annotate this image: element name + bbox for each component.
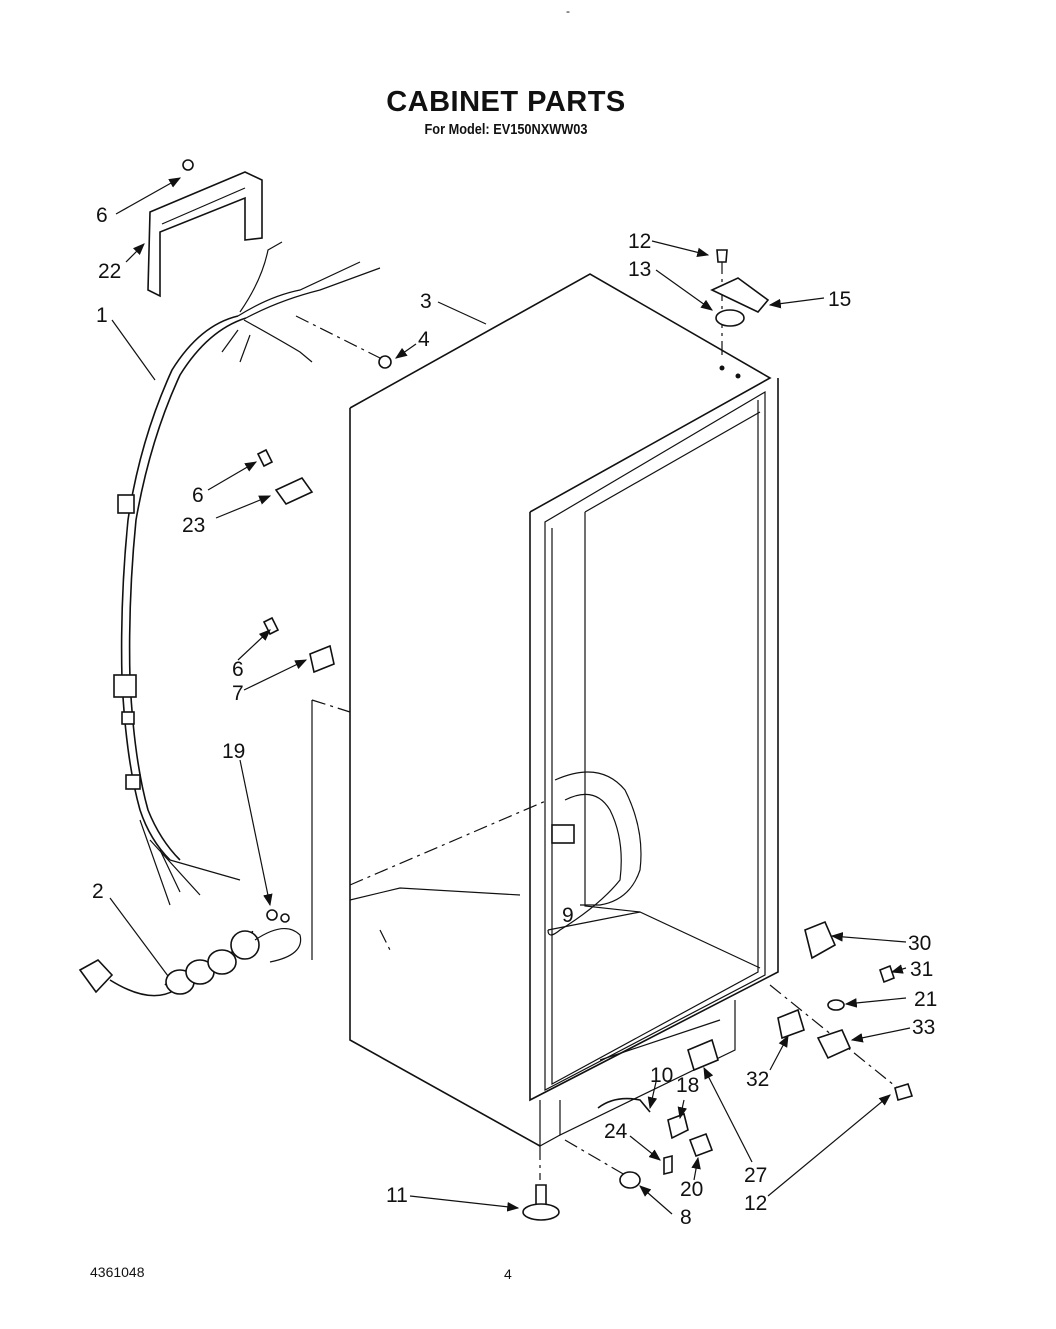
- page-number: 4: [504, 1266, 512, 1282]
- callout-6-top: 6: [96, 204, 108, 227]
- page-title: CABINET PARTS: [386, 86, 626, 118]
- callout-6-mid: 6: [192, 484, 204, 507]
- callout-18: 18: [676, 1074, 699, 1097]
- top-mark: -: [566, 4, 570, 18]
- leader-lines: [109, 177, 911, 1215]
- wire-harness: [113, 241, 381, 906]
- callout-27: 27: [744, 1164, 767, 1187]
- small-parts: [256, 249, 914, 1221]
- callout-19: 19: [222, 740, 245, 763]
- callout-13: 13: [628, 258, 651, 281]
- callout-24: 24: [604, 1120, 628, 1143]
- callout-12-top: 12: [628, 230, 651, 253]
- callout-32: 32: [746, 1068, 769, 1091]
- callout-6-low: 6: [232, 658, 244, 681]
- bracket-22: [147, 159, 263, 298]
- callout-labels: 6 22 1 4 3 12 13 15 6 23 6 7 19 2 9 30 3…: [92, 204, 937, 1229]
- document-number: 4361048: [90, 1264, 145, 1280]
- callout-3: 3: [420, 290, 432, 313]
- callout-33: 33: [912, 1016, 935, 1039]
- power-cord: [78, 928, 302, 997]
- callout-22: 22: [98, 260, 121, 283]
- callout-10: 10: [650, 1064, 673, 1087]
- callout-31: 31: [910, 958, 933, 981]
- cabinet: [295, 260, 901, 1180]
- callout-15: 15: [828, 288, 851, 311]
- callout-2: 2: [92, 880, 104, 903]
- callout-21: 21: [914, 988, 937, 1011]
- callout-8: 8: [680, 1206, 692, 1229]
- callout-12-bottom: 12: [744, 1192, 767, 1215]
- callout-20: 20: [680, 1178, 703, 1201]
- model-subtitle: For Model: EV150NXWW03: [424, 121, 588, 138]
- callout-11: 11: [386, 1184, 408, 1207]
- callout-9: 9: [562, 904, 574, 927]
- callout-1: 1: [96, 304, 108, 327]
- callout-23: 23: [182, 514, 205, 537]
- callout-30: 30: [908, 932, 931, 955]
- callout-4: 4: [418, 328, 430, 351]
- callout-7: 7: [232, 682, 244, 705]
